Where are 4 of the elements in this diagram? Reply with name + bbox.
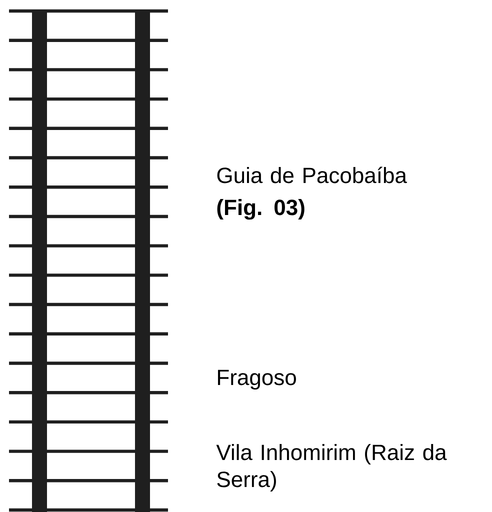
- station-label: Fragoso: [218, 370, 296, 390]
- station-label: Vila Inhomirim (Raiz da Serra): [216, 444, 447, 492]
- station-label: Guia de Pacobaíba: [217, 166, 407, 184]
- station-label: (Fig. 03): [217, 199, 304, 220]
